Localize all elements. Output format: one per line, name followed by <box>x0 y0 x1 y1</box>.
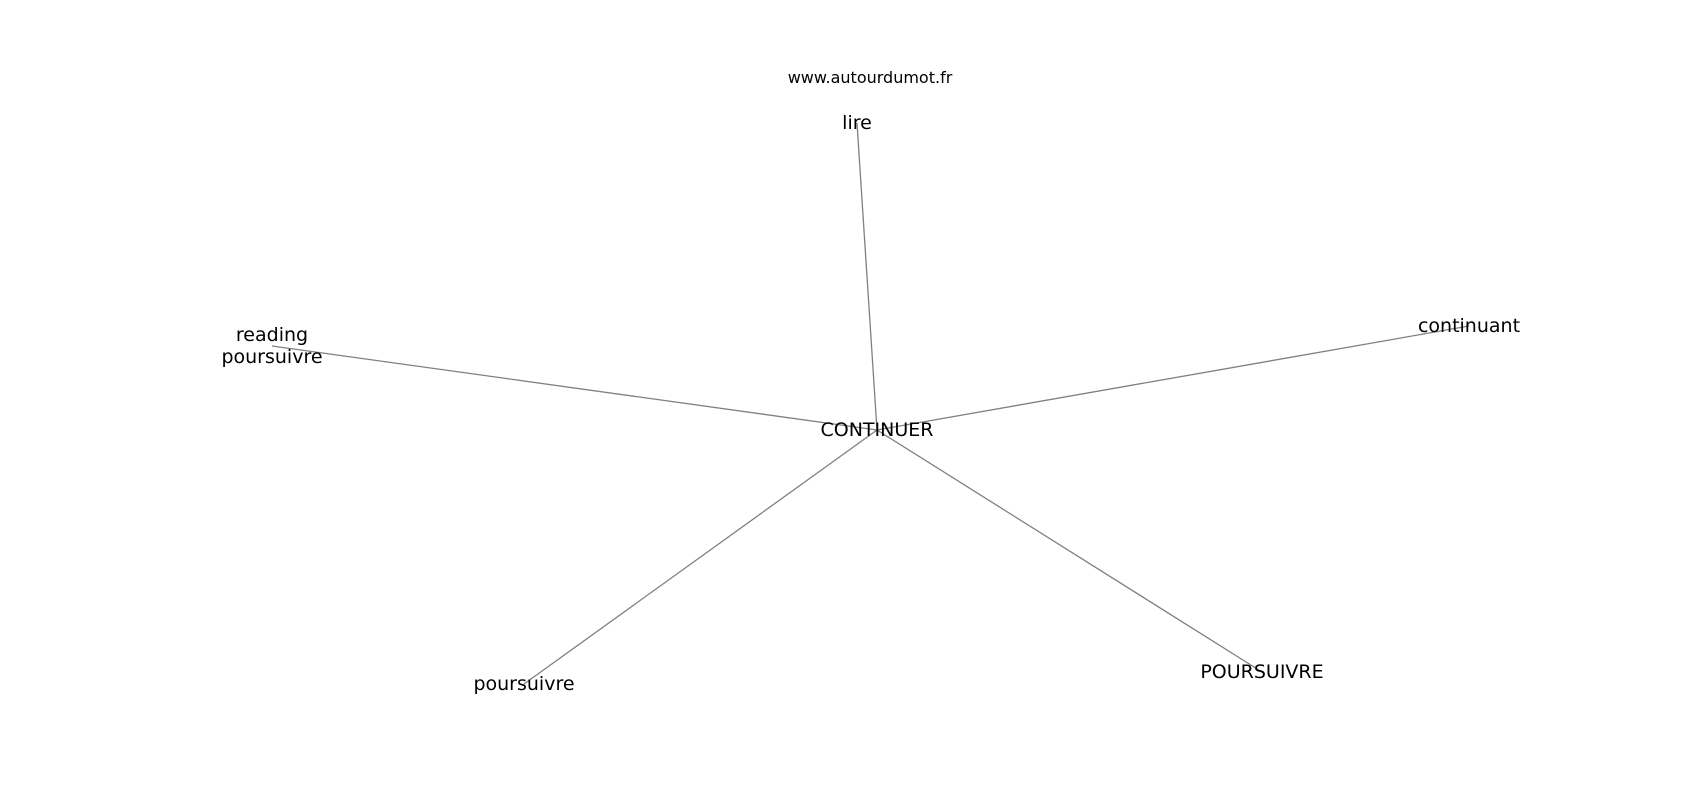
edge-center-poursuivre <box>523 429 878 685</box>
node-label-line: lire <box>842 112 872 134</box>
watermark: www.autourdumot.fr <box>788 68 953 87</box>
edge-center-reading-poursuivre <box>271 345 878 431</box>
node-continuant: continuant <box>1418 315 1520 337</box>
node-label-line: poursuivre <box>221 346 322 368</box>
node-label-line: CONTINUER <box>821 419 934 441</box>
node-label-line: continuant <box>1418 315 1520 337</box>
edge-center-lire <box>856 122 878 431</box>
node-label-line: reading <box>236 324 308 346</box>
node-label-line: poursuivre <box>473 673 574 695</box>
node-label-line: POURSUIVRE <box>1200 661 1323 683</box>
edge-center-continuant <box>876 325 1470 431</box>
edges <box>271 122 1470 685</box>
node-poursuivre: poursuivre <box>473 673 574 695</box>
edge-center-poursuivre-caps <box>876 429 1263 673</box>
node-center: CONTINUER <box>821 419 934 441</box>
node-lire: lire <box>842 112 872 134</box>
node-poursuivre-caps: POURSUIVRE <box>1200 661 1323 683</box>
